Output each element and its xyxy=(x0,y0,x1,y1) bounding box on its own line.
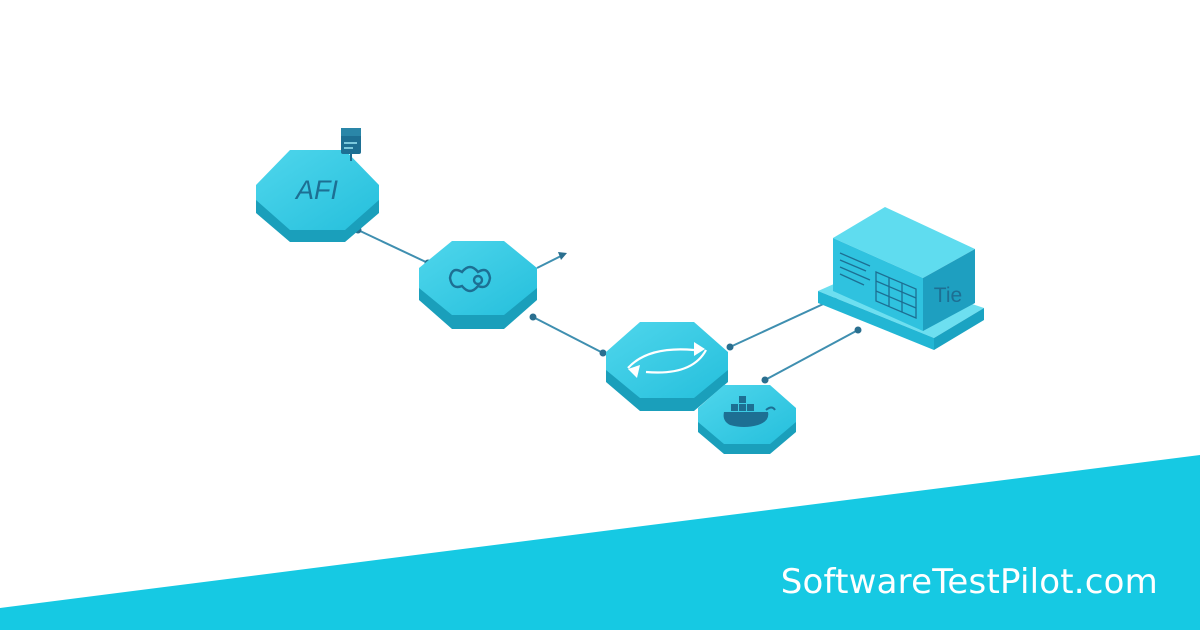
document-icon xyxy=(341,128,361,161)
table-grid-icon xyxy=(839,252,917,319)
node-docker xyxy=(698,385,796,454)
arrow-head-icon xyxy=(558,252,567,260)
node-sync xyxy=(606,322,728,411)
node-test: Tie xyxy=(818,207,984,350)
edge-api-gear xyxy=(357,229,429,264)
node-api: AFI xyxy=(256,150,379,242)
footer-band xyxy=(0,455,1200,630)
node-test-label: Tie xyxy=(934,284,962,307)
docker-whale-icon xyxy=(723,396,776,427)
node-api-label: AFI xyxy=(294,175,339,205)
edge-docker-test xyxy=(764,329,859,381)
brand-text: SoftwareTestPilot.com xyxy=(780,562,1158,602)
edge-gear-sync xyxy=(532,316,604,354)
node-gear xyxy=(419,241,537,329)
connectors xyxy=(357,229,859,381)
cog-icon xyxy=(448,265,492,293)
refresh-icon xyxy=(627,342,707,378)
